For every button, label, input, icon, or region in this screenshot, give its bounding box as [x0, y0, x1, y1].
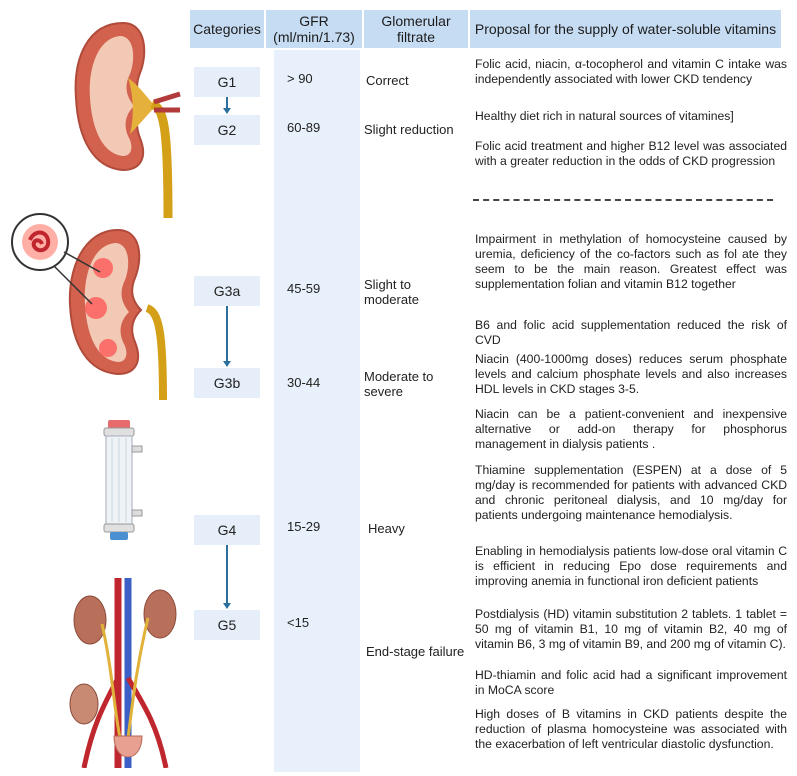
proposal-8: Thiamine supplementation (ESPEN) at a do… [475, 463, 787, 522]
proposal-10: Postdialysis (HD) vitamin substitution 2… [475, 607, 787, 651]
header-categories: Categories [190, 10, 264, 48]
dialyzer-icon [103, 420, 143, 540]
proposal-1: Folic acid, niacin, α-tocopherol and vit… [475, 57, 787, 86]
proposal-12: High doses of B vitamins in CKD patients… [475, 707, 787, 751]
gfr-g3b: 30-44 [287, 375, 321, 390]
proposal-7: Niacin can be a patient-convenient and i… [475, 407, 787, 451]
filtrate-g3b: Moderate to severe [364, 369, 434, 399]
proposal-5: B6 and folic acid supplementation reduce… [475, 318, 787, 347]
filtrate-g4: Heavy [368, 521, 405, 536]
arrow-g1-g2 [223, 97, 231, 114]
arrow-g4-g5 [223, 545, 231, 609]
urinary-system-icon [69, 578, 177, 768]
category-g4: G4 [194, 515, 260, 545]
header-gfr: GFR (ml/min/1.73) [266, 10, 362, 48]
healthy-kidney-icon [74, 21, 181, 218]
category-g3a: G3a [194, 276, 260, 306]
header-proposal: Proposal for the supply of water-soluble… [470, 10, 781, 48]
proposal-6: Niacin (400-1000mg doses) reduces serum … [475, 352, 787, 396]
filtrate-g5: End-stage failure [366, 644, 465, 659]
proposal-11: HD-thiamin and folic acid had a signific… [475, 668, 787, 697]
category-g5: G5 [194, 610, 260, 640]
proposal-4: Impairment in methylation of homocystein… [475, 232, 787, 291]
header-glomerular-filtrate: Glomerular filtrate [364, 10, 468, 48]
gfr-g2: 60-89 [287, 120, 321, 135]
diseased-kidney-icon [11, 213, 167, 400]
filtrate-g3a: Slight to moderate [364, 277, 419, 307]
category-g3b: G3b [194, 368, 260, 398]
dashed-divider [473, 199, 773, 201]
category-g2: G2 [194, 115, 260, 145]
filtrate-g2: Slight reduction [364, 122, 454, 137]
proposal-9: Enabling in hemodialysis patients low-do… [475, 544, 787, 588]
arrow-g3a-g3b [223, 306, 231, 367]
filtrate-g1: Correct [366, 73, 409, 88]
gfr-column-background [274, 50, 360, 772]
gfr-g1: > 90 [287, 71, 313, 86]
gfr-g5: <15 [287, 615, 310, 630]
gfr-g3a: 45-59 [287, 281, 321, 296]
proposal-3: Folic acid treatment and higher B12 leve… [475, 139, 787, 168]
gfr-g4: 15-29 [287, 519, 321, 534]
proposal-2: Healthy diet rich in natural sources of … [475, 109, 734, 123]
category-g1: G1 [194, 67, 260, 97]
